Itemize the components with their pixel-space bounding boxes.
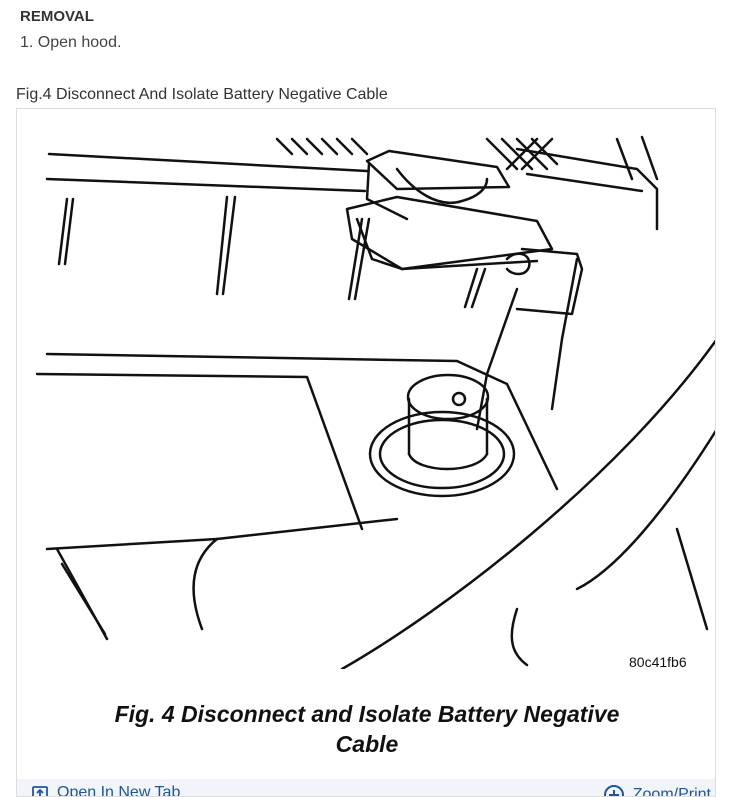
figure-caption: Fig. 4 Disconnect and Isolate Battery Ne… [67,699,667,759]
figure-toolbar: Open In New Tab Zoom/Print [17,779,715,797]
open-in-new-tab-label: Open In New Tab [57,784,181,797]
external-tab-icon [31,784,49,796]
drawing-id: 80c41fb6 [629,654,687,670]
figure-title: Fig.4 Disconnect And Isolate Battery Neg… [16,86,388,103]
open-in-new-tab-button[interactable]: Open In New Tab [31,784,181,797]
zoom-print-label: Zoom/Print [632,786,711,797]
plus-circle-icon [603,784,625,796]
caption-line-2: Cable [335,731,399,757]
caption-line-1: Fig. 4 Disconnect and Isolate Battery Ne… [114,701,620,727]
step-text: 1. Open hood. [20,34,122,51]
figure-panel: 80c41fb6 Fig. 4 Disconnect and Isolate B… [16,108,716,797]
battery-cable-illustration [35,135,715,669]
zoom-print-button[interactable]: Zoom/Print [603,784,711,797]
section-heading: REMOVAL [20,8,94,25]
